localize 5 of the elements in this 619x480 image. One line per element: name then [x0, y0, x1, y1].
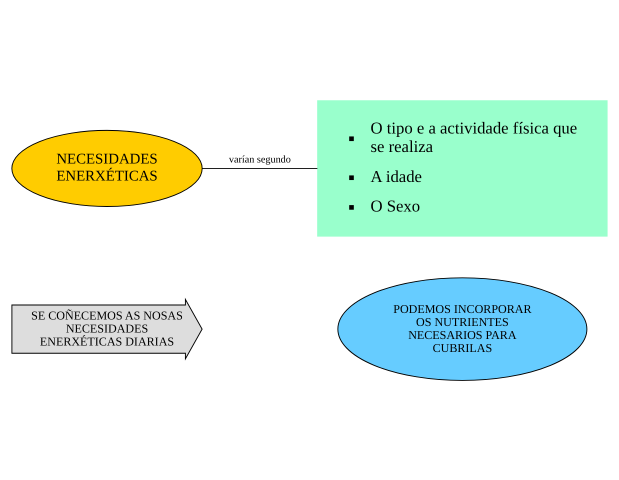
node-ellipse: NECESIDADES ENERXÉTICAS	[11, 129, 203, 206]
edge-label: varían segundo	[228, 154, 291, 166]
node-box: O tipo e a actividade física que se realiza A idade O Sexo	[317, 100, 608, 236]
node-ellipse: PODEMOS INCORPORAR OS NUTRIENTES NECESARIOS PARA CUBRILAS	[337, 276, 588, 380]
connector	[202, 167, 318, 168]
